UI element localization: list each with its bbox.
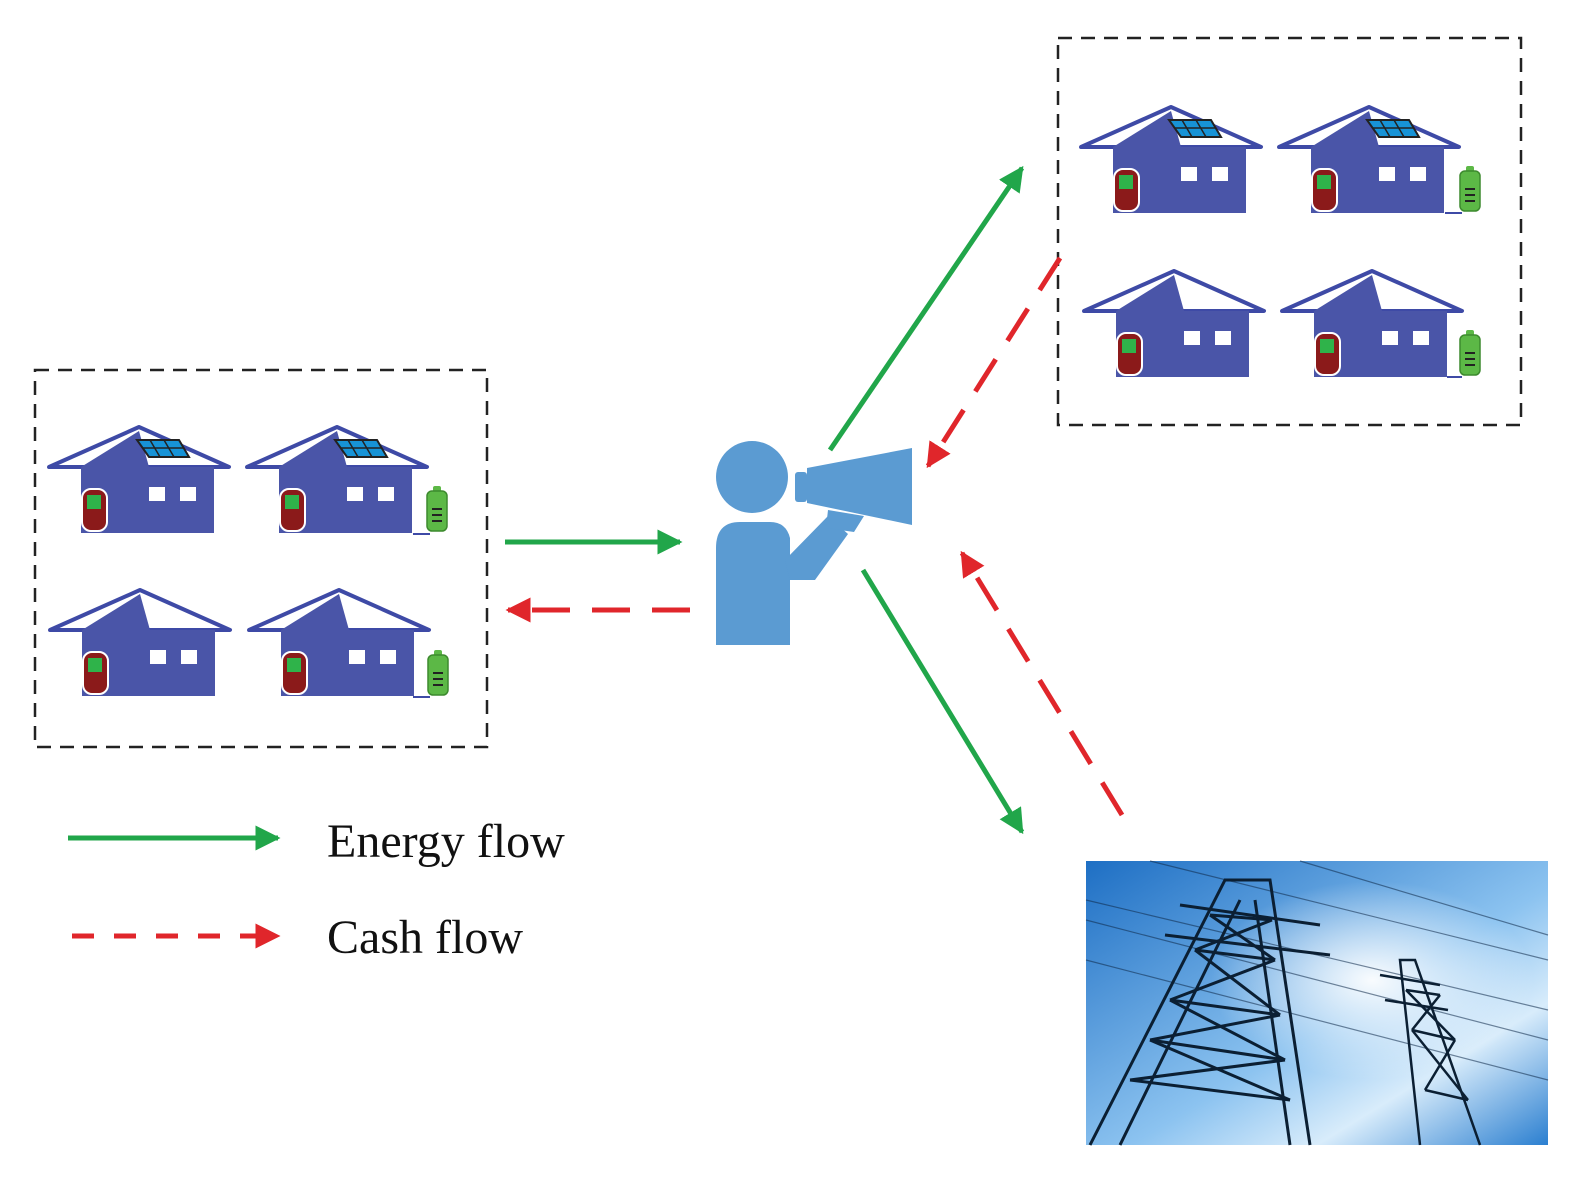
legend-cash-label: Cash flow [327, 911, 523, 964]
house-icon [1277, 105, 1461, 215]
house-icon [47, 425, 231, 535]
battery-icon [1459, 165, 1481, 212]
house-icon [1082, 269, 1266, 379]
house-icon [247, 588, 431, 698]
power-transmission-tower-icon [1085, 860, 1549, 1146]
energy-arrow-aggregator-to-grid [860, 568, 1025, 835]
flow-arrows [505, 165, 1125, 835]
battery-icon [1459, 329, 1481, 376]
cash-arrow-grid-to-aggregator [959, 550, 1125, 817]
right-community [1056, 36, 1523, 427]
battery-icon [427, 649, 449, 696]
house-icon [1280, 269, 1464, 379]
energy-arrow-aggregator-to-right [827, 165, 1025, 452]
house-icon [1079, 105, 1263, 215]
cash-arrow-right-to-aggregator [925, 256, 1063, 469]
left-community [33, 368, 489, 749]
legend: Energy flow Cash flow [68, 815, 565, 964]
person-megaphone-icon [716, 441, 912, 645]
legend-energy-label: Energy flow [327, 815, 565, 868]
house-icon [245, 425, 429, 535]
battery-icon [426, 485, 448, 532]
house-icon [48, 588, 232, 698]
right-community-border [1056, 36, 1523, 427]
